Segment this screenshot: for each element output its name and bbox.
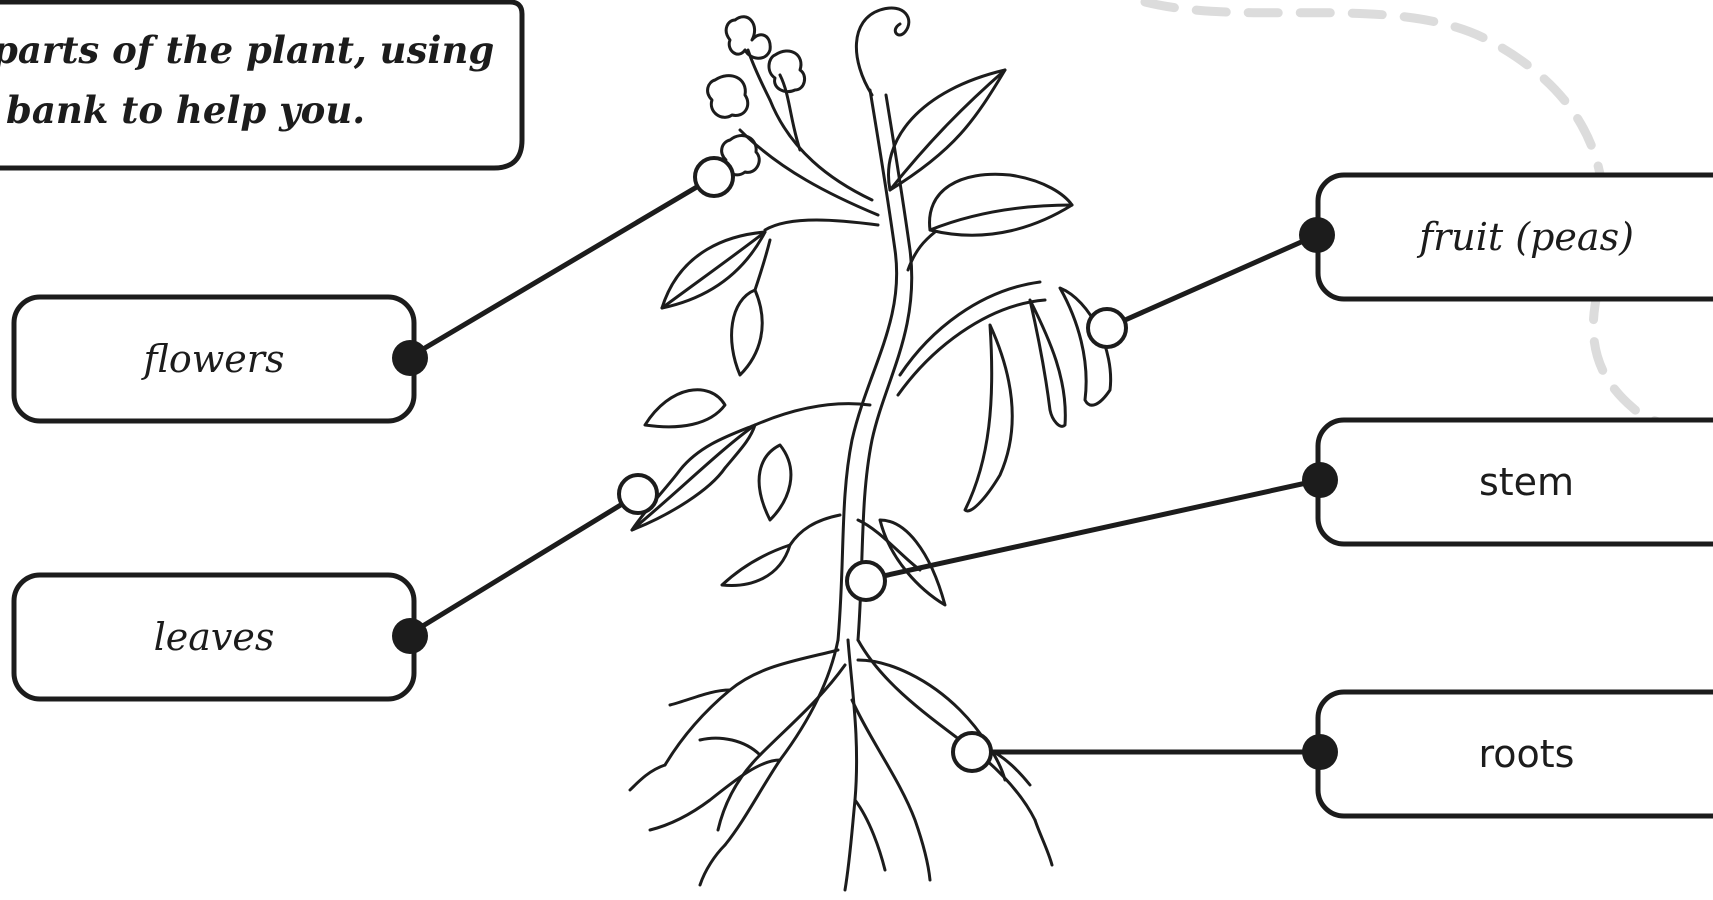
connector-fruit <box>1107 235 1317 328</box>
anchor-dot-fruit <box>1299 217 1335 253</box>
connector-stem <box>865 480 1320 580</box>
instruction-line-1: parts of the plant, using <box>0 20 482 80</box>
label-roots[interactable]: roots <box>1340 692 1713 816</box>
instruction-line-2: bank to help you. <box>6 80 482 140</box>
flower-3 <box>708 76 748 118</box>
roots-illustration <box>630 640 1052 890</box>
pea-pod-2 <box>1030 300 1065 426</box>
label-leaves[interactable]: leaves <box>14 575 414 699</box>
leaf-upper-left-2 <box>732 290 763 375</box>
leaf-mid-left-3 <box>759 445 791 520</box>
target-dot-fruit[interactable] <box>1088 309 1126 347</box>
label-fruit[interactable]: fruit (peas) <box>1340 175 1713 299</box>
target-dot-roots[interactable] <box>953 733 991 771</box>
label-stem[interactable]: stem <box>1340 420 1713 544</box>
flower-2 <box>769 51 805 92</box>
anchor-dot-roots <box>1302 734 1338 770</box>
tendril <box>856 8 908 95</box>
anchor-dot-stem <box>1302 462 1338 498</box>
leaf-lower-left <box>722 545 790 586</box>
leaf-mid-left-1 <box>645 390 725 427</box>
target-dot-leaves[interactable] <box>619 475 657 513</box>
plant-illustration <box>630 8 1111 890</box>
target-dot-stem[interactable] <box>847 562 885 600</box>
connector-flowers <box>408 178 712 358</box>
target-dot-flowers[interactable] <box>695 158 733 196</box>
connector-leaves <box>408 495 637 635</box>
pea-pod-1 <box>965 325 1012 511</box>
instructions: parts of the plant, using bank to help y… <box>0 20 482 140</box>
label-flowers[interactable]: flowers <box>14 297 414 421</box>
